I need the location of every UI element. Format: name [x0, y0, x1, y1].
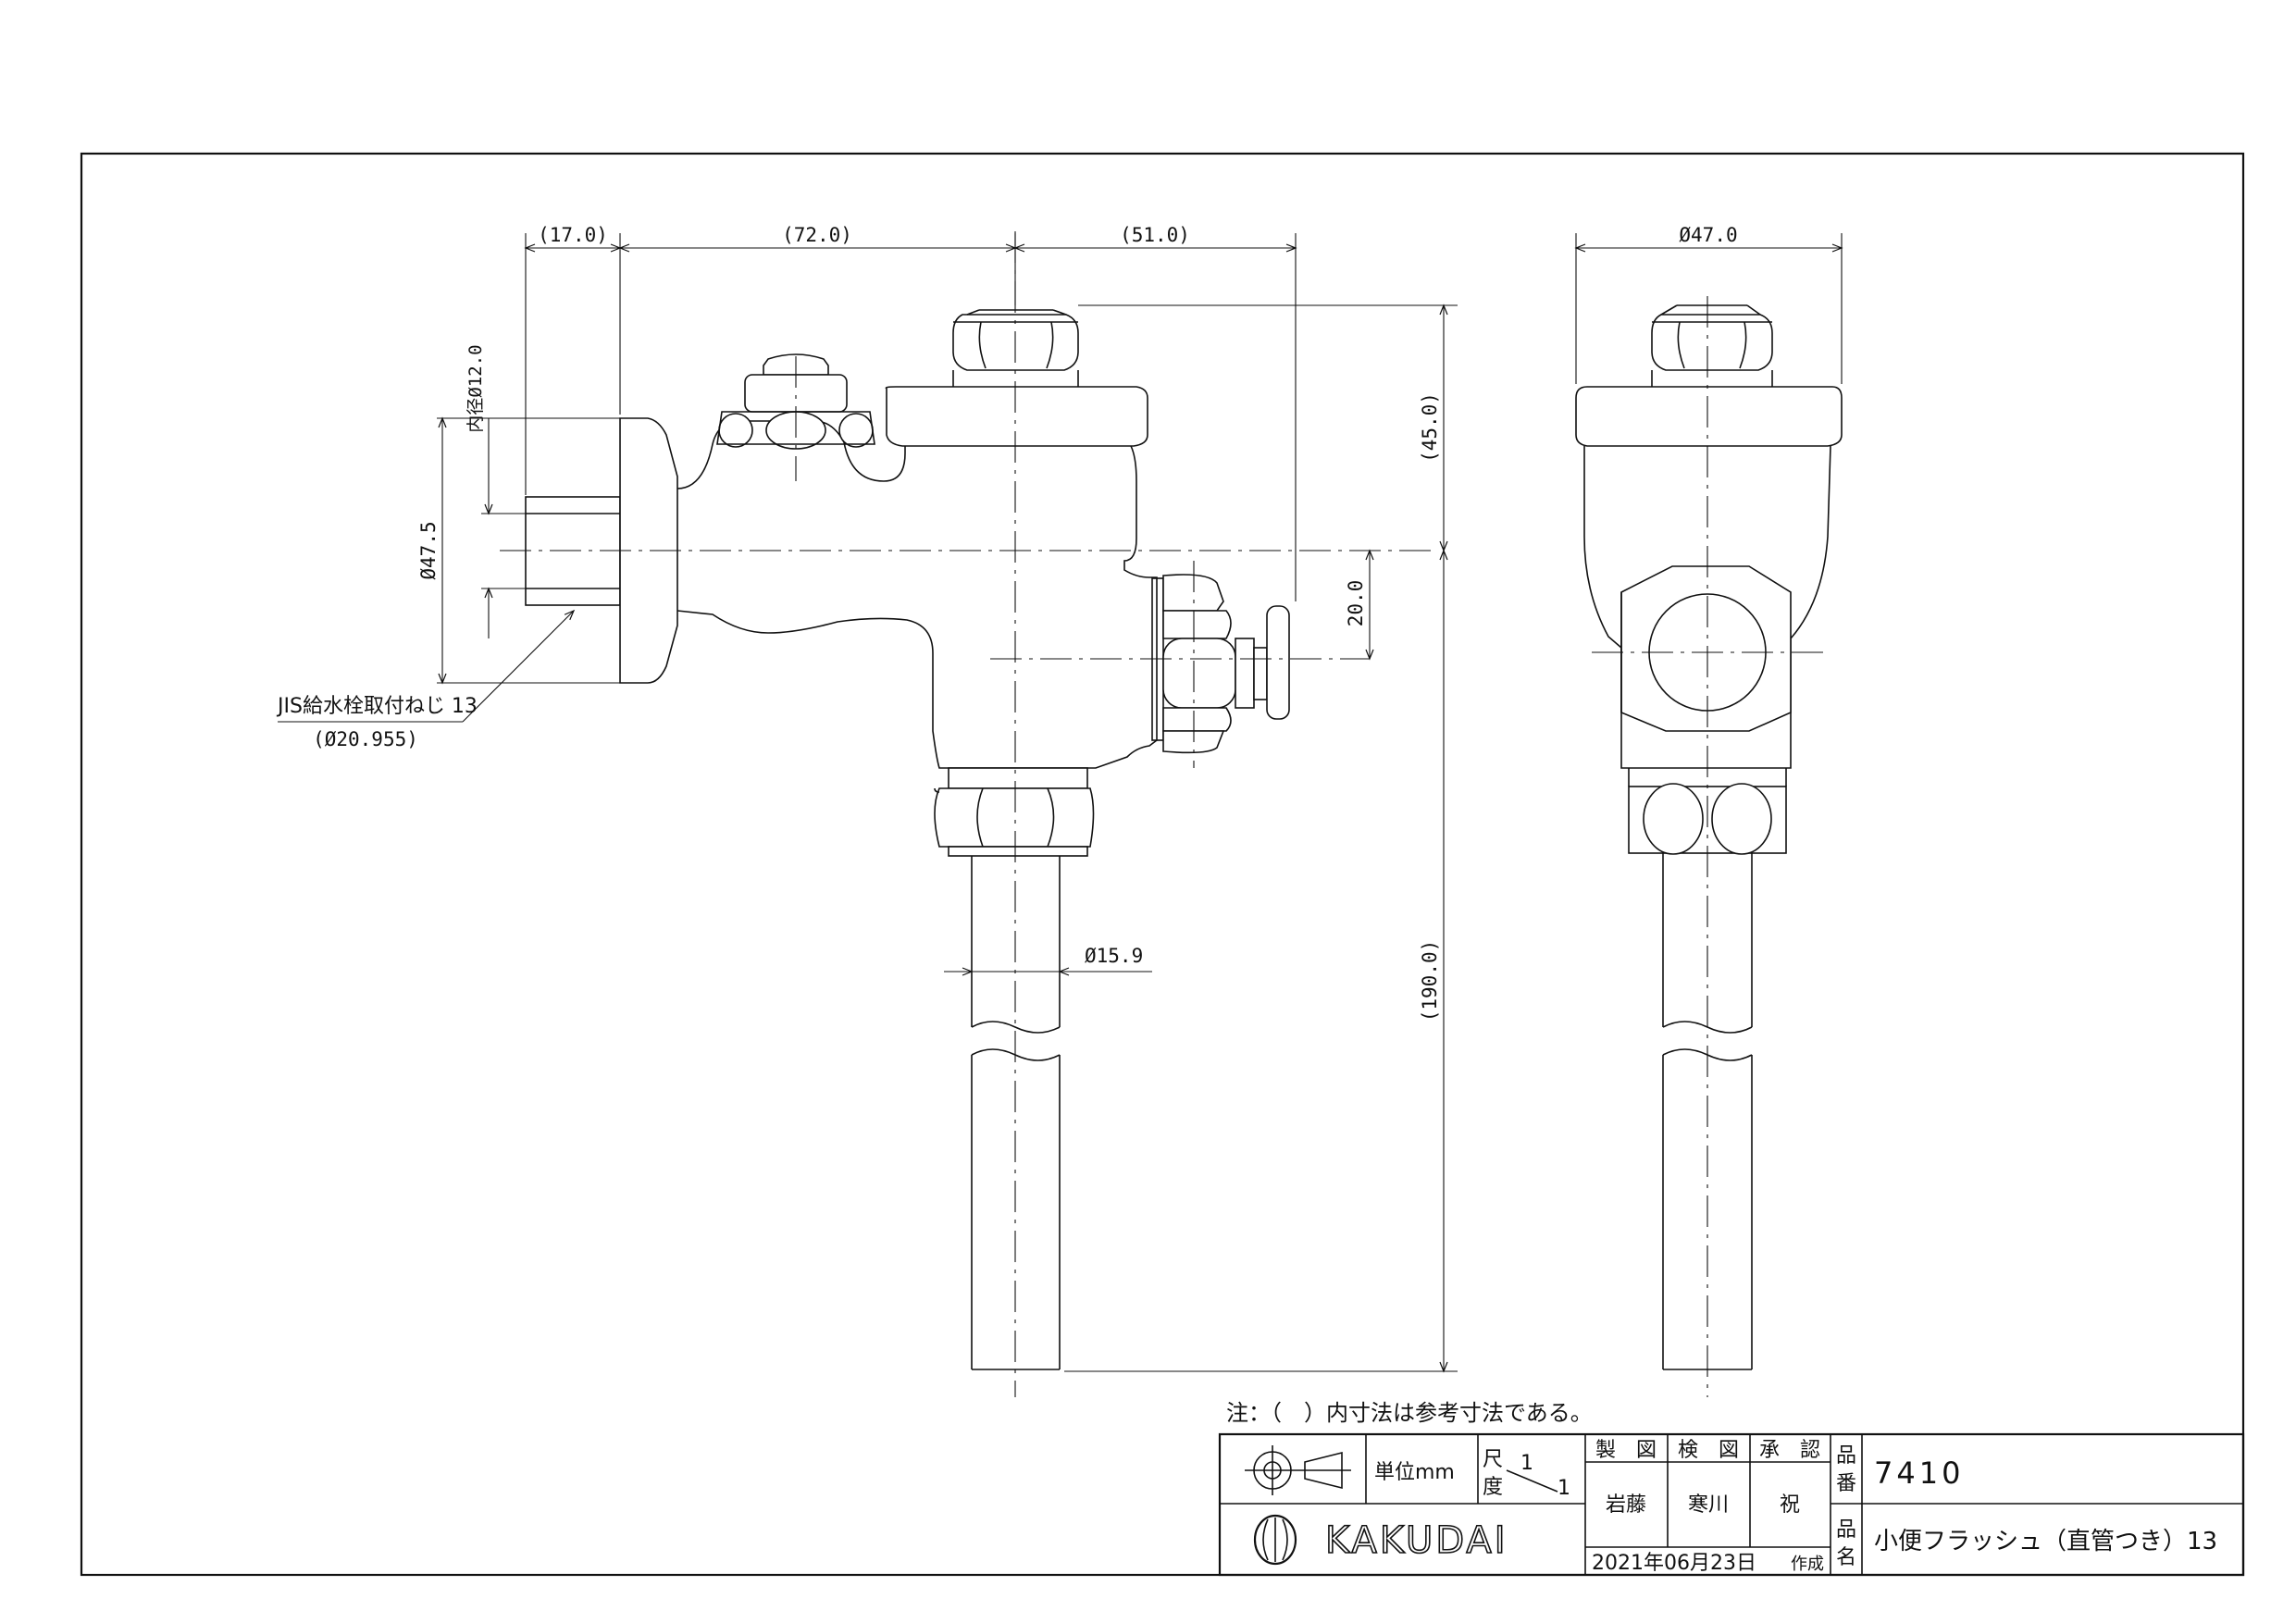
dim-15-9: Ø15.9: [1085, 945, 1143, 967]
approved-header: 承 認: [1759, 1439, 1820, 1462]
part-no: 7410: [1874, 1456, 1964, 1491]
dim-190: (190.0): [1419, 940, 1441, 1022]
part-name-label-2: 名: [1836, 1546, 1856, 1569]
date: 2021年06月23日: [1592, 1552, 1756, 1575]
note-text: 注：（ ）内寸法は参考寸法である。: [1226, 1400, 1593, 1426]
checked-by: 寒川: [1688, 1493, 1729, 1517]
dim-17: (17.0): [538, 224, 608, 246]
made-by: 岩藤: [1606, 1493, 1646, 1517]
made-header: 製 図: [1595, 1439, 1657, 1462]
scale-denominator: 1: [1558, 1477, 1570, 1500]
kakudai-logo: KAKUDAI: [1253, 1514, 1508, 1566]
outlet-coupling: [948, 767, 1088, 789]
jis-thread-diameter: (Ø20.955): [313, 728, 418, 750]
scale-label-top: 尺: [1483, 1448, 1503, 1471]
logo-text: KAKUDAI: [1325, 1519, 1508, 1562]
drawing-border: [80, 152, 2245, 1577]
part-no-label-1: 品: [1836, 1444, 1856, 1468]
side-top-nut: [1651, 314, 1773, 371]
scale-label-bottom: 度: [1483, 1476, 1503, 1499]
projection-symbol-icon: [1245, 1445, 1351, 1495]
dim-51: (51.0): [1120, 224, 1190, 246]
date-suffix: 作成: [1791, 1555, 1824, 1574]
dim-inner-12: 内径Ø12.0: [465, 344, 486, 432]
dim-72: (72.0): [782, 224, 852, 246]
dim-47-right: Ø47.0: [1679, 224, 1737, 246]
jis-thread-label: JIS給水栓取付ねじ 13: [276, 695, 478, 718]
top-cap: [885, 386, 1148, 447]
side-top-cap: [1575, 386, 1843, 447]
dim-45: (45.0): [1419, 392, 1441, 463]
scale-numerator: 1: [1520, 1452, 1533, 1475]
dimension-lines: [278, 233, 1843, 1373]
part-name-label-1: 品: [1836, 1518, 1856, 1542]
handle-lever: [1266, 605, 1290, 720]
dim-47-5: Ø47.5: [417, 521, 440, 579]
side-view: [1575, 296, 1843, 1397]
unit-label: 単位mm: [1374, 1461, 1455, 1484]
checked-header: 検 図: [1678, 1439, 1739, 1462]
part-no-label-2: 番: [1836, 1472, 1856, 1495]
part-name: 小便フラッシュ（直管つき）13: [1874, 1528, 2217, 1555]
dim-20: 20.0: [1345, 580, 1367, 627]
wall-flange: [619, 417, 678, 684]
approved-by: 祝: [1780, 1493, 1800, 1517]
valve-body: [676, 420, 1158, 769]
front-view: [500, 231, 1434, 1397]
side-body: [1583, 445, 1831, 769]
title-block: KAKUDAI 単位mm 尺 度 1 1 製 図 検 図 承 認 岩藤 寒川 祝…: [1218, 1432, 2245, 1577]
